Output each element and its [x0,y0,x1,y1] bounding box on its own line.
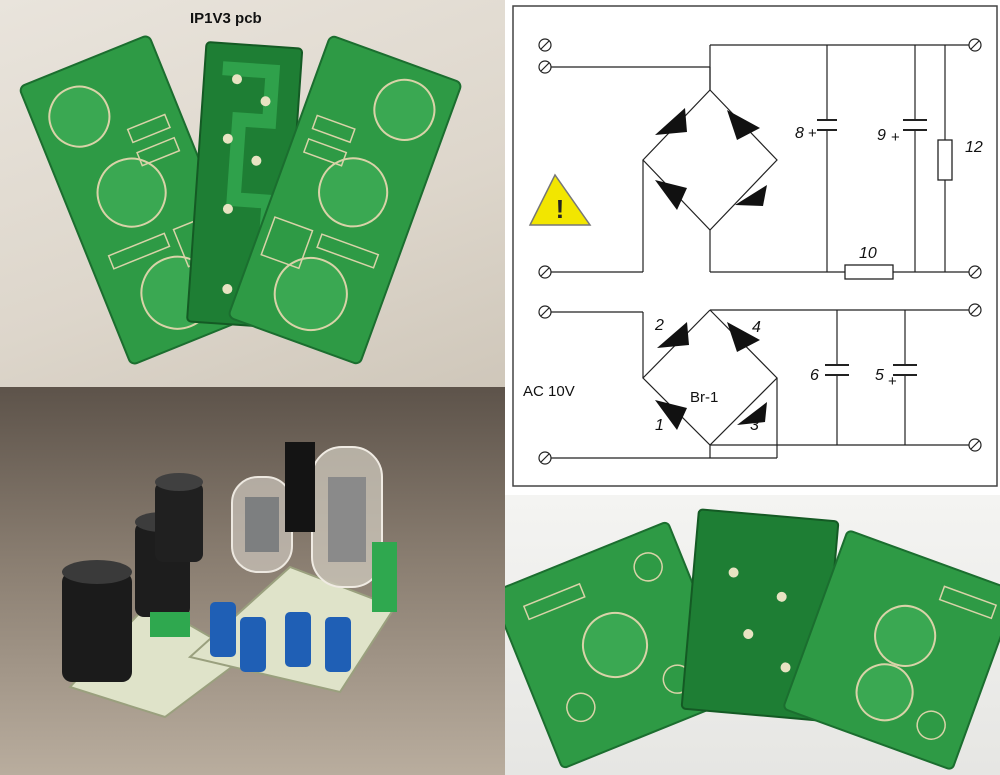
label-bridge: Br-1 [690,389,718,406]
pcb-board-2-right [783,530,1000,770]
label-d3: 3 [750,417,759,434]
pcb-board-2-left [505,521,739,769]
pcb-photo-panel-2 [505,495,1000,775]
schematic-panel: ! 8 + 9 + 12 10 2 4 1 3 6 5 + Br-1 AC 10… [505,0,1000,495]
warning-triangle-icon: ! [528,173,592,226]
label-ac: AC 10V [523,383,575,400]
pcb-photo-2 [505,508,1000,770]
assembled-photo [62,442,397,719]
label-d2: 2 [654,317,664,334]
label-d4: 4 [752,319,761,336]
blue-capacitors [210,602,351,672]
schematic-wires [549,44,970,459]
resistor-12 [937,139,953,181]
resistor-10 [844,264,894,280]
capacitors [817,119,927,376]
schematic-frame [512,5,998,487]
label-d1: 1 [655,417,664,434]
terminals [538,38,982,465]
terminal-block-right [372,542,397,612]
pcb-photo [19,35,462,365]
schematic: ! 8 + 9 + 12 10 2 4 1 3 6 5 + Br-1 AC 10… [512,5,998,487]
assembled-photo-panel [0,387,505,775]
label-r10: 10 [859,245,877,262]
pcb-board-right [228,35,462,365]
label-r12: 12 [965,139,983,156]
svg-text:!: ! [556,194,565,224]
capacitor-large-3 [155,473,203,562]
heatsink [285,442,315,532]
terminal-block-left [150,612,190,637]
label-c8: 8 [795,125,804,142]
vacuum-tube-small [231,476,293,573]
vacuum-tube-large [311,446,383,588]
label-c5: 5 [875,367,884,384]
capacitor-large-1 [62,560,132,682]
label-c6: 6 [810,367,819,384]
pcb-photo-panel: IP1V3 pcb [0,0,505,387]
diodes [655,108,767,430]
plus-c8: + [808,125,817,142]
pcb-title: IP1V3 pcb [190,10,262,27]
label-c9: 9 [877,127,886,144]
plus-c5: + [888,373,897,390]
plus-c9: + [891,129,900,146]
